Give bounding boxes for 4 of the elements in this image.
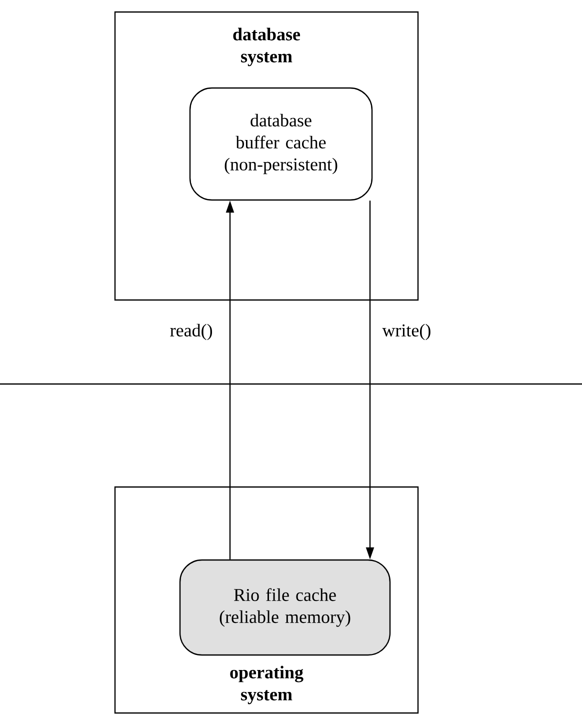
cache-box: database buffer cache (non-persistent) — [189, 87, 373, 201]
edge-label: write() — [382, 324, 430, 340]
cache-box: Rio file cache (reliable memory) — [179, 559, 391, 656]
edge-label: read() — [170, 324, 212, 340]
